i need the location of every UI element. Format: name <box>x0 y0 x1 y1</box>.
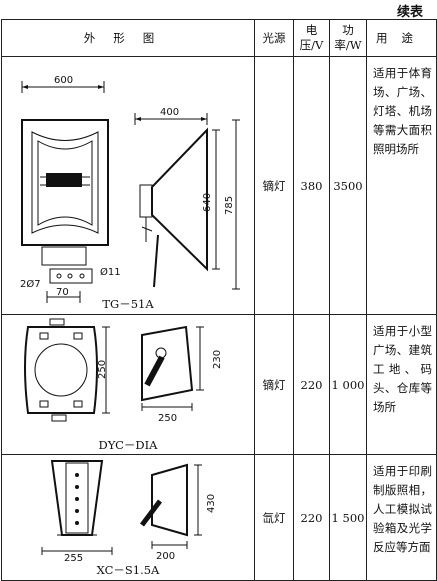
dim-label: 2Ø7 <box>20 278 41 290</box>
table-row: 250 230 250 DYC－DIA 镝灯 220 1 000 适用于小型广场… <box>1 314 437 455</box>
figure-cell: 250 230 250 DYC－DIA <box>1 314 255 455</box>
usage-cell: 适用于体育场、广场、灯塔、机场等需大面积照明场所 <box>366 56 437 315</box>
header-light: 光源 <box>254 19 294 57</box>
header-voltage: 电压/V <box>293 19 330 57</box>
power-cell: 1 000 <box>329 314 367 455</box>
continued-label: 续表 <box>396 5 423 20</box>
dim-label: 230 <box>212 350 223 369</box>
voltage-cell: 380 <box>293 56 330 315</box>
header-row: 外形图 光源 电压/V 功率/W 用途 <box>1 19 437 57</box>
voltage-cell: 220 <box>293 454 330 581</box>
model-caption: XC－S1.5A <box>96 563 160 577</box>
light-cell: 镝灯 <box>254 56 294 315</box>
figure-cell: 255 200 430 XC－S1.5A <box>1 454 255 581</box>
table-row: 600 400 640 <box>1 56 437 315</box>
usage-cell: 适用于印刷制版照相，人工模拟试验箱及光学反应等方面 <box>366 454 437 581</box>
dim-label: 600 <box>54 75 73 86</box>
power-cell: 1 500 <box>329 454 367 581</box>
dim-label: 250 <box>158 413 177 424</box>
lamp-spec-table: 外形图 光源 电压/V 功率/W 用途 600 <box>1 19 437 581</box>
header-power: 功率/W <box>329 19 367 57</box>
voltage-cell: 220 <box>293 314 330 455</box>
dim-label: 430 <box>206 494 217 513</box>
header-usage: 用途 <box>366 19 437 57</box>
floodlight-drawing-tg51a: 600 400 640 <box>20 75 240 303</box>
dim-label: 70 <box>56 287 69 298</box>
light-cell: 氙灯 <box>254 454 294 581</box>
dim-label: 255 <box>64 553 83 564</box>
floodlight-drawing-xc: 255 200 430 <box>41 460 217 564</box>
power-cell: 3500 <box>329 56 367 315</box>
dim-label: 200 <box>156 551 175 562</box>
model-caption: TG－51A <box>102 297 154 311</box>
light-cell: 镝灯 <box>254 314 294 455</box>
table-row: 255 200 430 XC－S1.5A 氙灯 220 1 500 适用于印刷制… <box>1 454 437 581</box>
dim-label: 640 <box>202 193 213 212</box>
dim-label: Ø11 <box>100 266 121 278</box>
figure-cell: 600 400 640 <box>1 56 255 315</box>
usage-cell: 适用于小型广场、建筑工地、码头、仓库等场所 <box>366 314 437 455</box>
header-figure: 外形图 <box>1 19 255 57</box>
dim-label: 400 <box>160 107 179 118</box>
floodlight-drawing-dyc: 250 230 250 <box>24 318 223 424</box>
dim-label: 785 <box>224 196 235 215</box>
dim-label: 250 <box>97 360 108 379</box>
model-caption: DYC－DIA <box>98 438 158 452</box>
